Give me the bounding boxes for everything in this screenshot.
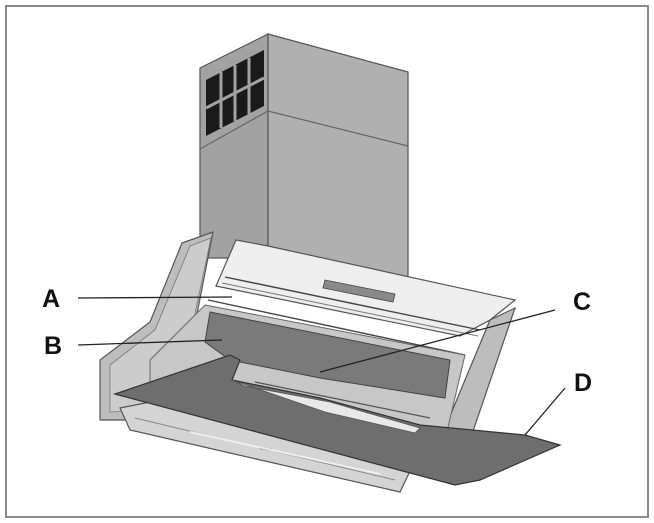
callout-d: D: [574, 369, 592, 397]
leader-line-a: [77, 296, 233, 299]
filter-panel: [204, 311, 451, 399]
chimney-front-face: [267, 33, 409, 281]
ventilation-grille: [205, 50, 265, 136]
leader-line-c: [319, 309, 556, 373]
chimney: [199, 33, 409, 281]
callout-a: A: [42, 285, 60, 313]
hood-body: [99, 231, 562, 493]
leader-line-d: [524, 387, 566, 436]
leader-lines: [77, 296, 566, 436]
leader-line-b: [77, 339, 223, 346]
glass-flap: [112, 354, 562, 486]
callout-c: C: [573, 288, 591, 316]
control-display: [322, 279, 396, 303]
callout-b: B: [44, 332, 62, 360]
chimney-seam: [199, 110, 409, 150]
